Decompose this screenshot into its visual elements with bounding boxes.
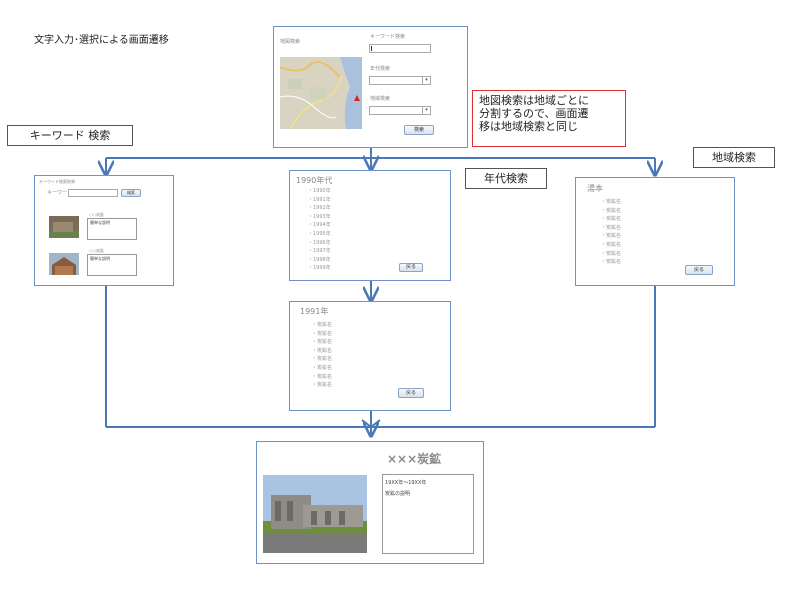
keyword-search-label: キーワード検索 bbox=[370, 34, 406, 40]
era-item[interactable]: ・1997年 bbox=[308, 248, 331, 255]
detail-title: ×××炭鉱 bbox=[387, 452, 442, 466]
year-item[interactable]: ・炭鉱名 bbox=[312, 356, 333, 363]
era-item[interactable]: ・1994年 bbox=[308, 222, 331, 229]
region-item[interactable]: ・炭鉱名 bbox=[601, 199, 622, 205]
region-item[interactable]: ・炭鉱名 bbox=[601, 259, 622, 266]
result-photo-2[interactable] bbox=[49, 253, 79, 275]
year-list: ・炭鉱名 ・炭鉱名 ・炭鉱名 ・炭鉱名 ・炭鉱名 ・炭鉱名 ・炭鉱名 ・炭鉱名 bbox=[312, 323, 332, 392]
map-image[interactable] bbox=[280, 57, 362, 129]
year-item[interactable]: ・炭鉱名 bbox=[312, 347, 333, 354]
keyword-input[interactable] bbox=[369, 44, 431, 53]
year-item[interactable]: ・炭鉱名 bbox=[312, 339, 333, 346]
era-search-label: 年代検索 bbox=[370, 66, 391, 72]
keyword-results-input[interactable] bbox=[68, 189, 118, 197]
year-item[interactable]: ・炭鉱名 bbox=[312, 322, 333, 328]
result-desc-2: 簡単な説明 bbox=[90, 256, 110, 261]
region-item[interactable]: ・炭鉱名 bbox=[601, 241, 622, 248]
region-select[interactable]: ▾ bbox=[369, 106, 431, 115]
search-top-panel: 地図検索 キーワード検索 年代検索 ▾ 地域検索 ▾ 検索 bbox=[273, 26, 468, 148]
result-desc-box-1: 簡単な説明 bbox=[87, 218, 137, 240]
region-panel: 湯本 ・炭鉱名 ・炭鉱名 ・炭鉱名 ・炭鉱名 ・炭鉱名 ・炭鉱名 ・炭鉱名 ・炭… bbox=[575, 177, 735, 286]
keyword-field-label: キーワード bbox=[47, 190, 73, 196]
era-panel: 1990年代 ・1990年 ・1991年 ・1992年 ・1993年 ・1994… bbox=[289, 170, 451, 281]
year-item[interactable]: ・炭鉱名 bbox=[312, 373, 333, 380]
region-item[interactable]: ・炭鉱名 bbox=[601, 233, 622, 240]
detail-desc-box: 19XX年～19XX年 炭鉱の説明 bbox=[382, 474, 474, 554]
note-line-3: 移は地域検索と同じ bbox=[479, 120, 578, 133]
era-list: ・1990年 ・1991年 ・1992年 ・1993年 ・1994年 ・1995… bbox=[308, 189, 331, 275]
region-item[interactable]: ・炭鉱名 bbox=[601, 207, 622, 214]
result-desc-box-2: 簡単な説明 bbox=[87, 254, 137, 276]
region-title: 湯本 bbox=[587, 184, 603, 193]
keyword-search-heading: キーワード 検索 bbox=[7, 125, 133, 146]
region-back-button[interactable]: 戻る bbox=[685, 265, 713, 275]
region-item[interactable]: ・炭鉱名 bbox=[601, 216, 622, 223]
era-item[interactable]: ・1992年 bbox=[308, 205, 331, 212]
detail-panel: ×××炭鉱 19XX年～19XX年 炭鉱の説明 bbox=[256, 441, 484, 564]
result-name-1[interactable]: ○○炭鉱 bbox=[89, 212, 104, 217]
map-search-label: 地図検索 bbox=[280, 39, 301, 45]
keyword-results-search-button[interactable]: 検索 bbox=[121, 189, 141, 197]
year-item[interactable]: ・炭鉱名 bbox=[312, 330, 333, 337]
search-button[interactable]: 検索 bbox=[404, 125, 434, 135]
era-title: 1990年代 bbox=[296, 176, 333, 185]
era-back-button[interactable]: 戻る bbox=[399, 263, 423, 272]
region-item[interactable]: ・炭鉱名 bbox=[601, 250, 622, 257]
year-title: 1991年 bbox=[300, 307, 329, 316]
year-panel: 1991年 ・炭鉱名 ・炭鉱名 ・炭鉱名 ・炭鉱名 ・炭鉱名 ・炭鉱名 ・炭鉱名… bbox=[289, 301, 451, 411]
era-item[interactable]: ・1995年 bbox=[308, 230, 331, 237]
era-search-heading: 年代検索 bbox=[465, 168, 547, 189]
region-search-heading: 地域検索 bbox=[693, 147, 775, 168]
era-item[interactable]: ・1993年 bbox=[308, 213, 331, 220]
era-item[interactable]: ・1991年 bbox=[308, 196, 331, 203]
era-item[interactable]: ・1990年 bbox=[308, 188, 331, 194]
note-box: 地図検索は地域ごとに 分割するので、画面遷 移は地域検索と同じ bbox=[472, 90, 626, 147]
keyword-results-header: キーワード検索結果 bbox=[39, 179, 75, 184]
page-title: 文字入力･選択による画面遷移 bbox=[34, 35, 169, 46]
era-item[interactable]: ・1999年 bbox=[308, 265, 331, 272]
region-list: ・炭鉱名 ・炭鉱名 ・炭鉱名 ・炭鉱名 ・炭鉱名 ・炭鉱名 ・炭鉱名 ・炭鉱名 bbox=[601, 200, 621, 269]
era-select[interactable]: ▾ bbox=[369, 76, 431, 85]
result-name-2[interactable]: ○○炭鉱 bbox=[89, 248, 104, 253]
region-item[interactable]: ・炭鉱名 bbox=[601, 224, 622, 231]
year-back-button[interactable]: 戻る bbox=[398, 388, 424, 398]
result-desc-1: 簡単な説明 bbox=[90, 220, 110, 225]
detail-period: 19XX年～19XX年 bbox=[385, 480, 427, 486]
result-photo-1[interactable] bbox=[49, 216, 79, 238]
keyword-results-panel: キーワード検索結果 キーワード 検索 ○○炭鉱 簡単な説明 ○○炭鉱 簡単な説明 bbox=[34, 175, 174, 286]
year-item[interactable]: ・炭鉱名 bbox=[312, 364, 333, 371]
year-item[interactable]: ・炭鉱名 bbox=[312, 382, 333, 389]
era-item[interactable]: ・1996年 bbox=[308, 239, 331, 246]
note-line-1: 地図検索は地域ごとに bbox=[479, 94, 589, 107]
note-line-2: 分割するので、画面遷 bbox=[479, 107, 589, 120]
detail-desc: 炭鉱の説明 bbox=[385, 491, 411, 497]
era-item[interactable]: ・1998年 bbox=[308, 256, 331, 263]
region-search-label: 地域検索 bbox=[370, 96, 391, 102]
mine-photo bbox=[263, 475, 367, 553]
